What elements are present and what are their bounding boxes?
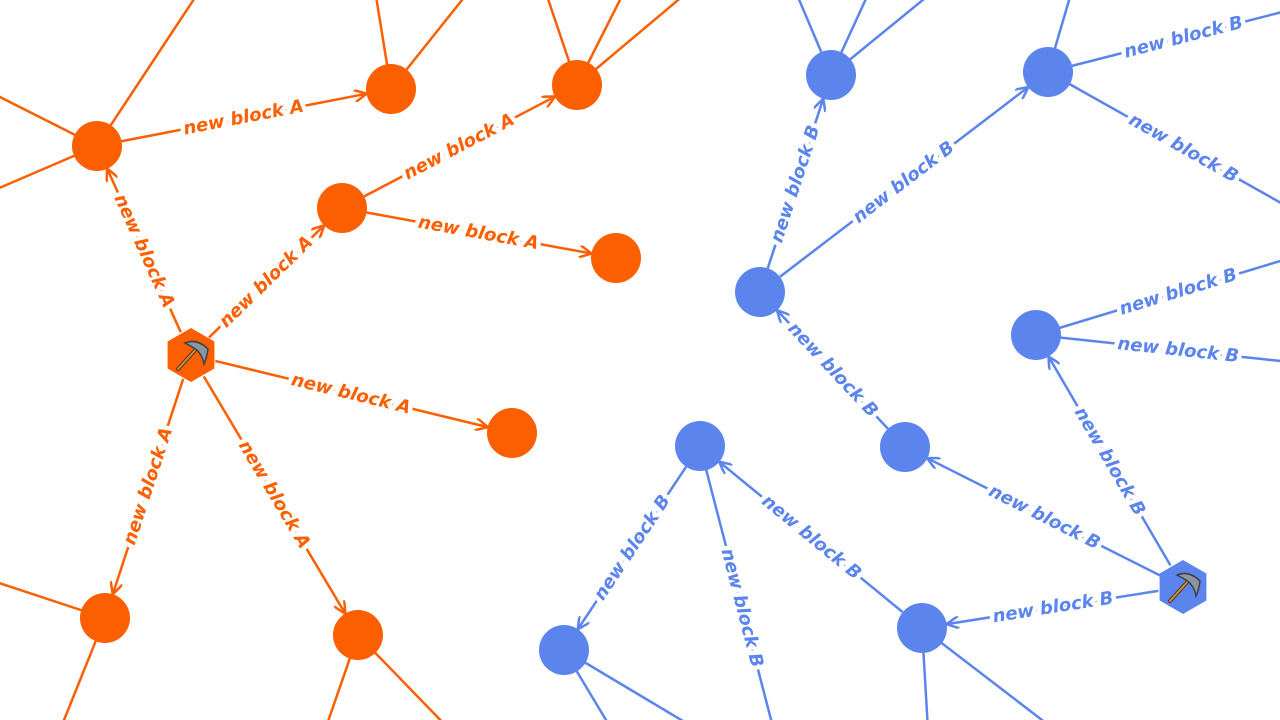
network-a-connection bbox=[95, 0, 195, 147]
network-a-peer-node bbox=[591, 233, 641, 283]
network-b-connection bbox=[921, 627, 1045, 720]
network-b-new-block-label: new block B bbox=[1116, 333, 1240, 367]
pickaxe-icon bbox=[1168, 572, 1201, 603]
network-b-propagation-edge bbox=[779, 88, 1027, 278]
network-a-new-block-label: new block A bbox=[119, 425, 177, 548]
network-b-propagation-edge bbox=[928, 459, 1162, 577]
network-b-peer-node bbox=[675, 421, 725, 471]
network-b-propagation-edge bbox=[1047, 11, 1280, 74]
network-a-propagation-edge bbox=[208, 226, 323, 339]
network-b-propagation-edge bbox=[1047, 70, 1280, 204]
network-b-peer-node bbox=[806, 50, 856, 100]
network-b-propagation-edge bbox=[720, 462, 904, 614]
network-b-new-block-label: new block B bbox=[991, 588, 1115, 628]
network-a-new-block-label: new block A bbox=[400, 109, 518, 184]
network-b-miner-node bbox=[1159, 560, 1207, 614]
network-a-peer-node bbox=[552, 60, 602, 110]
network-a-new-block-label: new block A bbox=[289, 369, 413, 418]
network-b-new-block-label: new block B bbox=[784, 318, 883, 421]
network-a-new-block-label: new block A bbox=[110, 191, 179, 311]
network-b-new-block-label: new block B bbox=[1117, 264, 1240, 319]
network-b-new-block-label: new block B bbox=[1125, 109, 1242, 187]
network-b-peer-node bbox=[897, 603, 947, 653]
network-a-peer-node bbox=[80, 593, 130, 643]
network-a-propagation-edge bbox=[113, 378, 185, 594]
network-a-propagation-edge bbox=[363, 97, 554, 198]
network-b-peer-node bbox=[539, 625, 589, 675]
network-b-new-block-label: new block B bbox=[849, 137, 959, 228]
network-a-peer-node bbox=[317, 183, 367, 233]
network-a-propagation-edge bbox=[121, 94, 366, 143]
network-b-propagation-edge bbox=[778, 311, 889, 430]
network-a-new-block-label: new block A bbox=[417, 212, 541, 255]
network-b-propagation-edge bbox=[1049, 357, 1172, 567]
network-b-peer-node bbox=[1023, 47, 1073, 97]
network-a-propagation-edge bbox=[202, 375, 345, 612]
network-a-new-block-label: new block A bbox=[182, 96, 306, 140]
network-b-propagation-edge bbox=[578, 466, 688, 629]
network-b-propagation-edge bbox=[698, 445, 773, 720]
network-b-propagation-edge bbox=[1035, 259, 1280, 337]
network-b-peer-node bbox=[1011, 310, 1061, 360]
pickaxe-icon bbox=[176, 340, 209, 371]
network-b-new-block-label: new block B bbox=[1070, 403, 1150, 519]
network-b-new-block-label: new block B bbox=[590, 491, 675, 604]
network-b-peer-node bbox=[735, 267, 785, 317]
network-a-miner-node bbox=[167, 328, 215, 382]
network-a-peer-node bbox=[487, 408, 537, 458]
network-a-propagation-edge bbox=[108, 170, 182, 333]
network-b-peer-node bbox=[880, 422, 930, 472]
network-b-connection bbox=[563, 648, 684, 720]
network-a-peer-node bbox=[333, 610, 383, 660]
network-a-peer-node bbox=[72, 121, 122, 171]
network-a-new-block-label: new block A bbox=[215, 232, 317, 332]
network-b-new-block-label: new block B bbox=[985, 480, 1103, 554]
network-b-propagation-edge bbox=[1035, 333, 1280, 363]
network-a-propagation-edge bbox=[366, 211, 591, 253]
network-b-new-block-label: new block B bbox=[1122, 12, 1245, 63]
network-b-new-block-label: new block B bbox=[766, 123, 824, 245]
network-b-new-block-label: new block B bbox=[758, 491, 866, 585]
network-a-peer-node bbox=[366, 64, 416, 114]
network-b-propagation-edge bbox=[766, 100, 823, 269]
network-a-propagation-edge bbox=[214, 359, 486, 427]
nodes-layer bbox=[72, 47, 1207, 675]
network-b-new-block-label: new block B bbox=[717, 546, 768, 669]
network-b-propagation-edge bbox=[948, 589, 1159, 624]
network-a-new-block-label: new block A bbox=[234, 437, 315, 553]
